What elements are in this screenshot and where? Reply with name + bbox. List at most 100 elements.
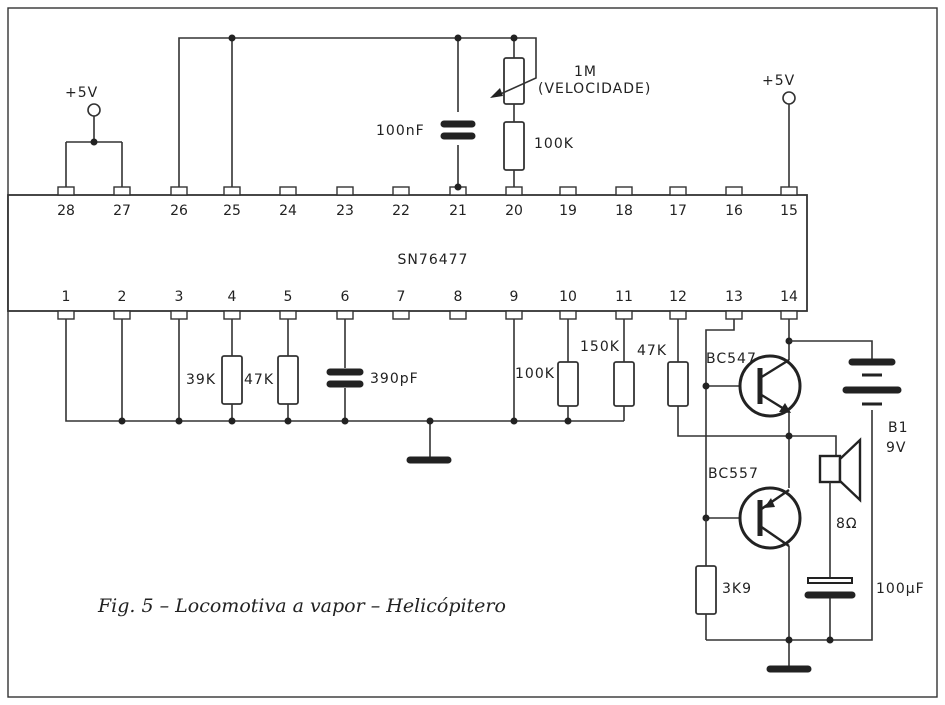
top-bus (178, 34, 537, 191)
transistor-bc557: BC557 (702, 466, 802, 668)
ic-pin-pad (669, 310, 687, 320)
capacitor-100uf: 100µF (804, 577, 925, 599)
ic-pin-pad (279, 186, 297, 196)
ic-pin-label: 15 (780, 203, 798, 219)
capacitor-390pf: 390pF (326, 368, 419, 388)
left-supply-label: +5V (65, 85, 98, 101)
ic-pin-label: 21 (449, 203, 467, 219)
resistor-3k9-label: 3K9 (722, 581, 752, 597)
ic-pin-label: 24 (279, 203, 297, 219)
ic-pin-pad (113, 186, 131, 196)
ic-pin-label: 28 (57, 203, 75, 219)
battery-b1: B1 9V (706, 340, 909, 641)
left-supply-terminal (87, 103, 101, 117)
resistor-39k-label: 39K (186, 372, 216, 388)
ic-pin-pad (336, 310, 354, 320)
ic-name: SN76477 (398, 252, 469, 268)
figure-frame (7, 7, 938, 698)
potentiometer-1m: 1M (VELOCIDADE) (490, 57, 650, 105)
ic-pin-label: 18 (615, 203, 633, 219)
ic-pin-label: 22 (392, 203, 410, 219)
ic-pin-label: 27 (113, 203, 131, 219)
ic-pin-pad (559, 310, 577, 320)
transistor-bc547: BC547 (702, 319, 802, 518)
ic-pin-label: 9 (510, 289, 519, 305)
ic-pin-label: 6 (341, 289, 350, 305)
resistor-150k-label: 150K (580, 339, 620, 355)
ic-pin-pad (170, 186, 188, 196)
resistor-100k-pin10-label: 100K (515, 366, 555, 382)
ic-pin-pad (615, 186, 633, 196)
resistor-39k: 39K (186, 355, 243, 405)
ic-pin-pad (336, 186, 354, 196)
ic-pin-pad (780, 186, 798, 196)
ic-pin-label: 16 (725, 203, 743, 219)
resistor-100k-top: 100K (503, 104, 574, 187)
figure-caption: Fig. 5 – Locomotiva a vapor – Helicópite… (97, 595, 506, 617)
ic-pin-pad (559, 186, 577, 196)
transistor-bc547-label: BC547 (706, 351, 757, 367)
ic-pin-label: 13 (725, 289, 743, 305)
speaker-label: 8Ω (836, 516, 858, 532)
capacitor-100nf: 100nF (376, 120, 476, 140)
speaker-8ohm: 8Ω (818, 437, 862, 644)
ic-pin-label: 25 (223, 203, 241, 219)
ic-pin-label: 7 (397, 289, 406, 305)
battery-voltage-label: 9V (886, 440, 906, 456)
capacitor-100uf-label: 100µF (876, 581, 925, 597)
resistor-100k-top-label: 100K (534, 136, 574, 152)
battery-name-label: B1 (888, 420, 909, 436)
ic-top-pins: 28 27 26 25 24 23 22 21 20 19 18 17 16 15 (57, 186, 798, 219)
ic-pin-label: 20 (505, 203, 523, 219)
ic-pin-pad (57, 186, 75, 196)
ic-pin-label: 8 (454, 289, 463, 305)
right-supply-terminal (782, 91, 796, 105)
ic-pin-label: 11 (615, 289, 633, 305)
resistor-47k-pin12: 47K (637, 319, 837, 456)
left-supply-net: +5V (65, 85, 123, 187)
ic-pin-label: 23 (336, 203, 354, 219)
ic-pin-pad (170, 310, 188, 320)
transistor-bc557-label: BC557 (708, 466, 759, 482)
ic-pin-pad (113, 310, 131, 320)
ic-pin-pad (223, 310, 241, 320)
ic-pin-label: 2 (118, 289, 127, 305)
resistor-47k-pin5-label: 47K (244, 372, 274, 388)
ic-body (7, 194, 808, 312)
ic-pin-label: 5 (284, 289, 293, 305)
resistor-3k9: 3K9 (695, 518, 752, 640)
ic-pin-label: 17 (669, 203, 687, 219)
ic-pin-pad (725, 186, 743, 196)
pot-value-label: 1M (574, 64, 597, 80)
resistor-47k-pin12-label: 47K (637, 343, 667, 359)
ic-pin-pad (279, 310, 297, 320)
resistor-47k-pin5: 47K (244, 355, 299, 405)
ic-pin-pad (615, 310, 633, 320)
ic-pin-pad (392, 310, 410, 320)
ic-pin-label: 3 (175, 289, 184, 305)
ic-pin-label: 19 (559, 203, 577, 219)
capacitor-100nf-label: 100nF (376, 123, 425, 139)
ic-pin-pad (223, 186, 241, 196)
ic-pin-pad (669, 186, 687, 196)
ic-pin-label: 26 (170, 203, 188, 219)
ic-pin-pad (505, 310, 523, 320)
ic-pin-pad (57, 310, 75, 320)
ic-pin-pad (392, 186, 410, 196)
right-supply-net: +5V (762, 73, 796, 187)
ic-pin-label: 10 (559, 289, 577, 305)
ic-pin-pad (780, 310, 798, 320)
ground-bus (65, 319, 625, 464)
ic-pin-label: 1 (62, 289, 71, 305)
ic-pin-pad (725, 310, 743, 320)
ic-pin-pad (505, 186, 523, 196)
ic-pin-label: 14 (780, 289, 798, 305)
ic-pin-label: 4 (228, 289, 237, 305)
resistor-100k-pin10: 100K (515, 361, 579, 407)
capacitor-390pf-label: 390pF (370, 371, 419, 387)
right-supply-label: +5V (762, 73, 795, 89)
resistor-150k: 150K (580, 339, 635, 407)
ic-pin-label: 12 (669, 289, 687, 305)
